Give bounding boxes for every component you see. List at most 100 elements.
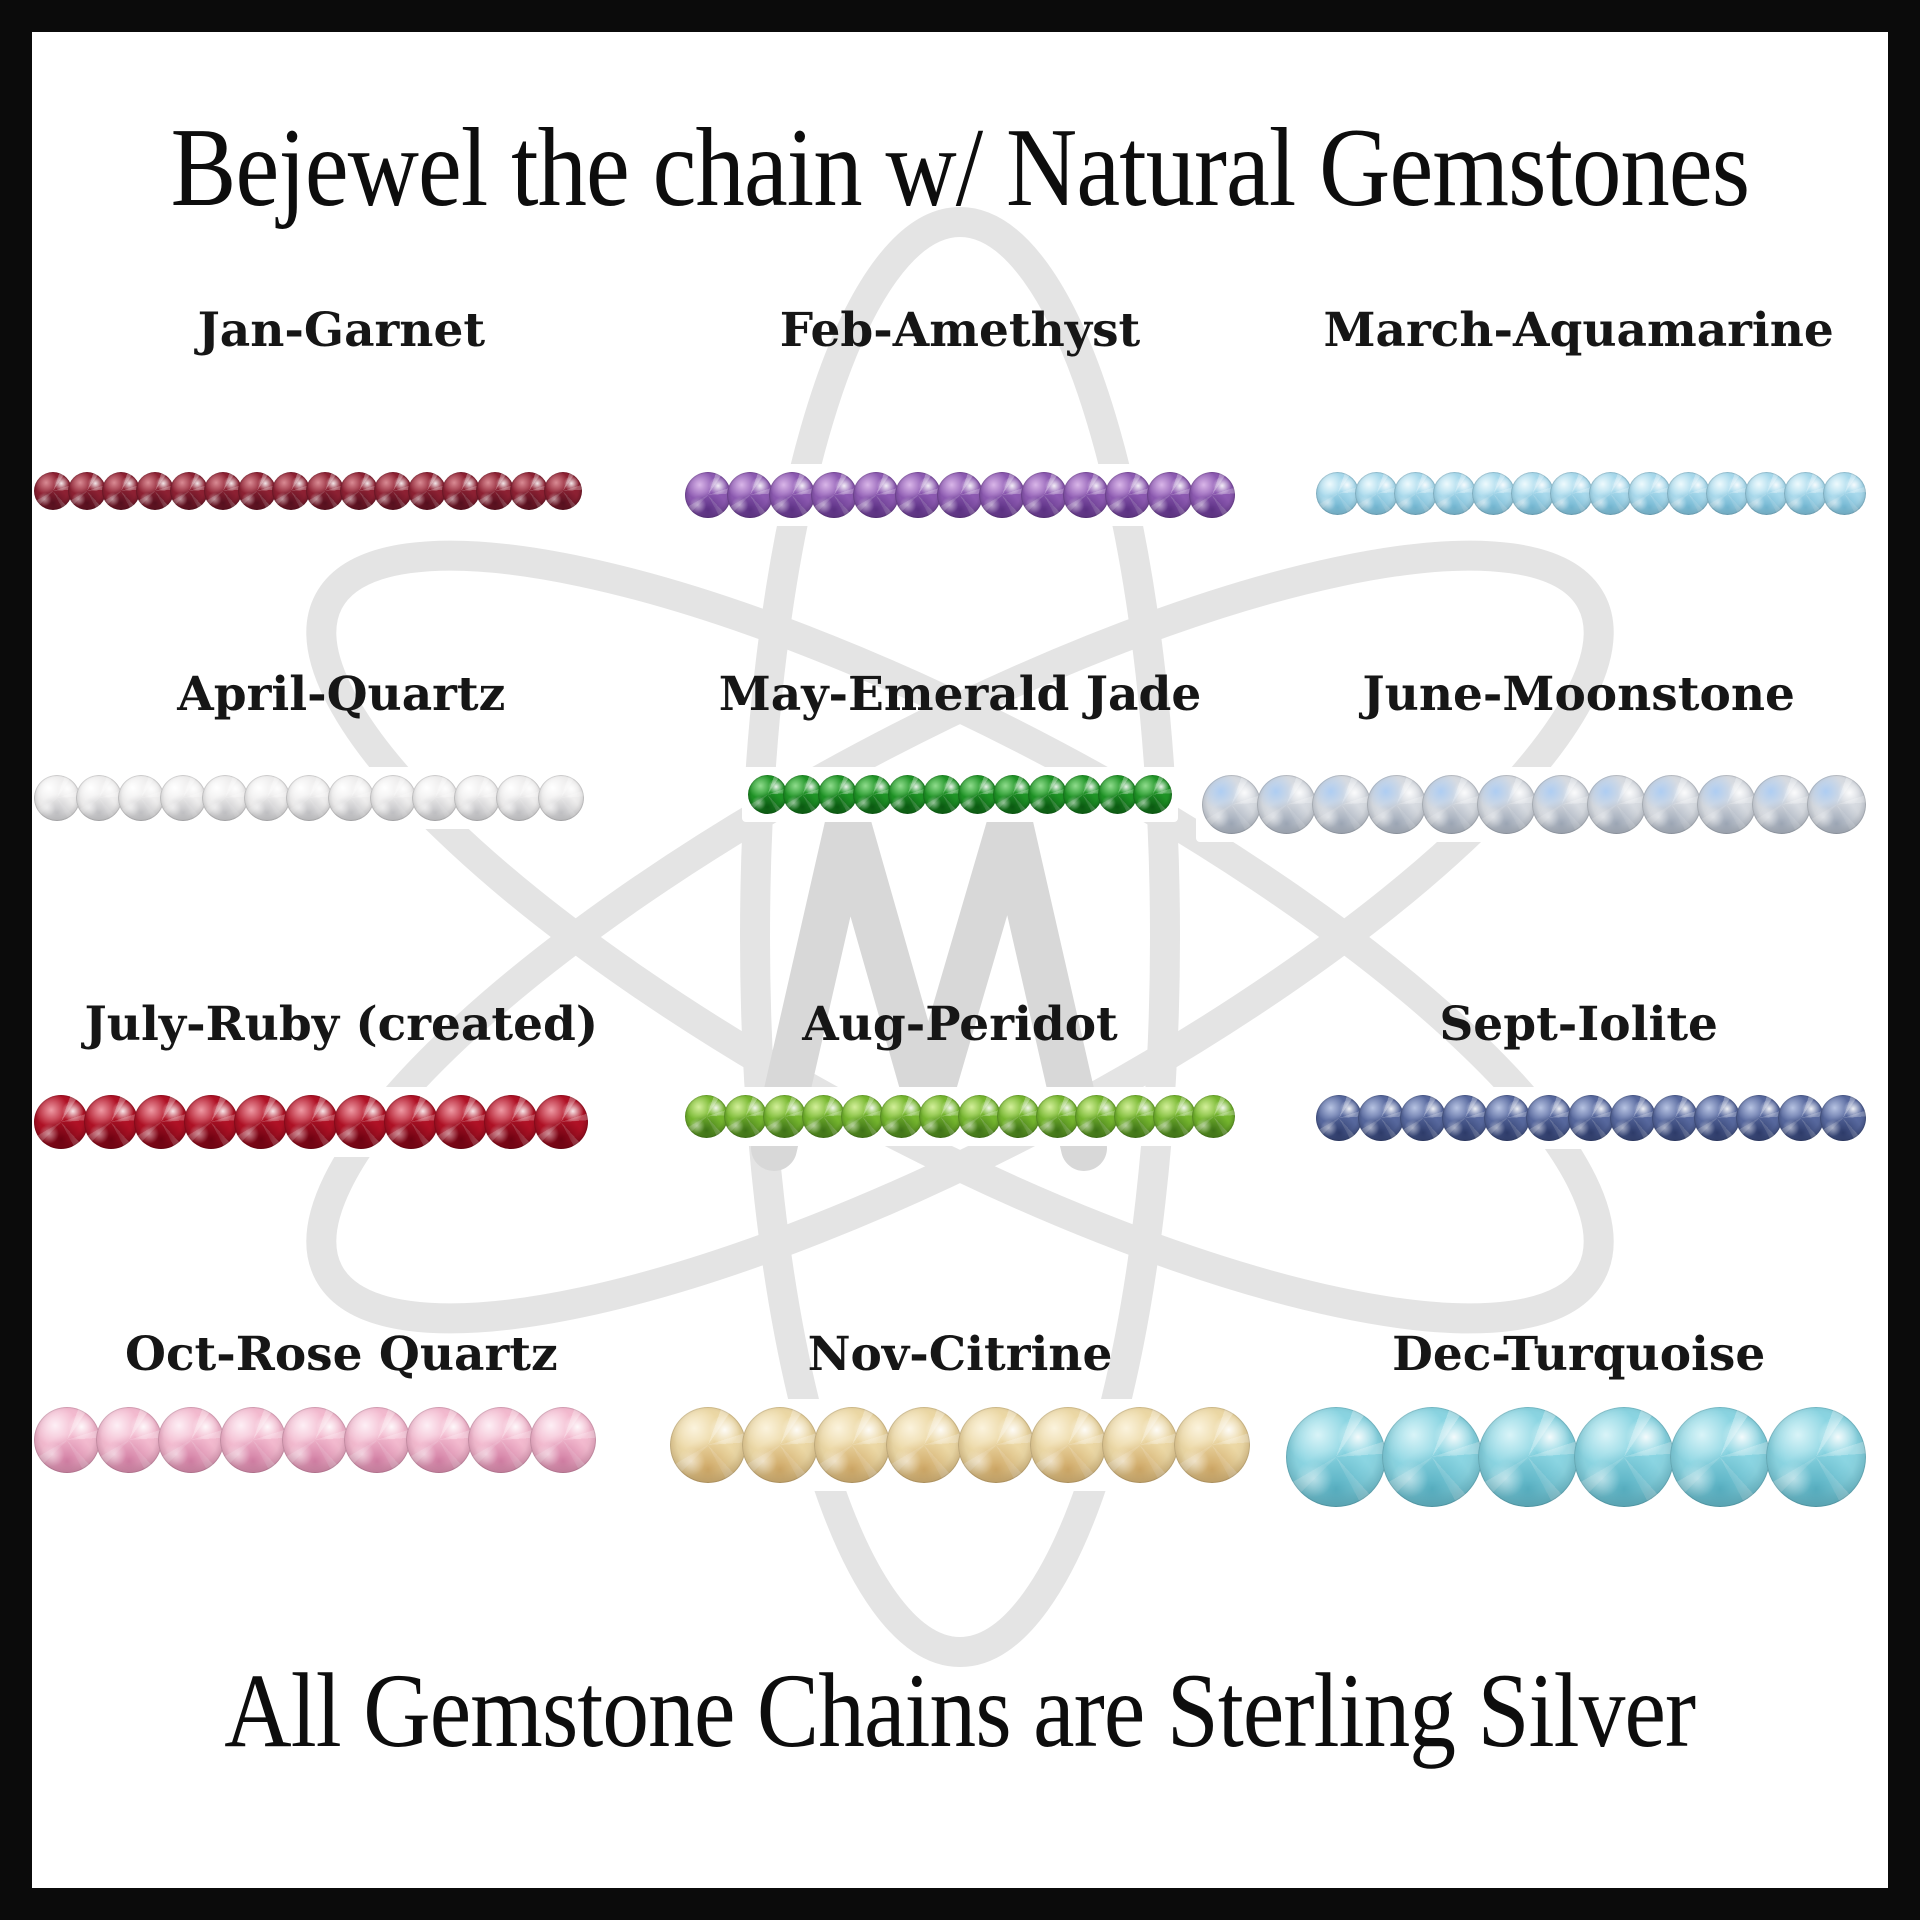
bead	[384, 1095, 438, 1149]
bead	[1104, 472, 1151, 518]
gemstone-cell: Nov-Citrine	[651, 1307, 1270, 1652]
bead	[476, 472, 514, 510]
bead	[96, 1407, 162, 1473]
bead	[1191, 1095, 1235, 1138]
bead	[957, 1095, 1001, 1138]
bead	[1472, 472, 1515, 515]
bead	[852, 775, 892, 814]
gemstone-cell: Jan-Garnet	[32, 267, 651, 647]
gemstone-cell: July-Ruby (created)	[32, 977, 651, 1307]
bead-strand	[32, 464, 588, 518]
bead	[118, 775, 164, 821]
bead	[1027, 775, 1067, 814]
bead	[1316, 472, 1359, 515]
bead-strand	[741, 767, 1178, 822]
gemstone-label: Nov-Citrine	[807, 1327, 1113, 1382]
gemstone-label: April-Quartz	[177, 667, 506, 722]
bead	[34, 1407, 100, 1473]
bead	[412, 775, 458, 821]
gemstone-label: June-Moonstone	[1362, 667, 1795, 722]
bead	[1745, 472, 1788, 515]
gemstone-cell: March-Aquamarine	[1269, 267, 1888, 647]
bead	[1173, 1407, 1250, 1483]
bead	[244, 775, 290, 821]
bead-strand	[663, 1399, 1256, 1491]
bead-strand	[32, 1087, 594, 1157]
bead	[370, 775, 416, 821]
bead	[408, 472, 446, 510]
bead	[202, 775, 248, 821]
bead	[1820, 1095, 1866, 1141]
bead	[282, 1407, 348, 1473]
bead	[158, 1407, 224, 1473]
gemstone-label: Sept-Iolite	[1439, 997, 1718, 1052]
bead	[669, 1407, 746, 1483]
gemstone-label: Jan-Garnet	[197, 303, 486, 358]
bead	[894, 472, 941, 518]
bead	[1400, 1095, 1446, 1141]
bead	[918, 1095, 962, 1138]
bead	[1697, 775, 1756, 834]
bead	[136, 472, 174, 510]
bead	[510, 472, 548, 510]
page-title: Bejewel the chain w/ Natural Gemstones	[32, 104, 1888, 233]
bead-strand	[678, 464, 1241, 526]
bead	[887, 775, 927, 814]
bead	[1113, 1095, 1157, 1138]
gemstone-label: May-Emerald Jade	[718, 667, 1202, 722]
bead-strand	[32, 1399, 602, 1481]
bead	[170, 472, 208, 510]
bead	[1188, 472, 1235, 518]
bead	[484, 1095, 538, 1149]
bead	[1422, 775, 1481, 834]
bead	[1132, 775, 1172, 814]
bead	[454, 775, 500, 821]
bead	[306, 472, 344, 510]
bead-strand	[1196, 767, 1872, 842]
gemstone-label: Feb-Amethyst	[779, 303, 1141, 358]
bead	[1074, 1095, 1118, 1138]
bead	[1784, 472, 1827, 515]
bead	[76, 775, 122, 821]
bead	[1355, 472, 1398, 515]
bead	[1642, 775, 1701, 834]
gemstone-label: Aug-Peridot	[802, 997, 1118, 1052]
bead	[1367, 775, 1426, 834]
bead	[1778, 1095, 1824, 1141]
bead	[1706, 472, 1749, 515]
footer-note-text: All Gemstone Chains are Sterling Silver	[224, 1652, 1697, 1769]
bead	[204, 472, 242, 510]
bead	[1312, 775, 1371, 834]
bead	[406, 1407, 472, 1473]
bead	[1097, 775, 1137, 814]
bead	[1433, 472, 1476, 515]
bead	[813, 1407, 890, 1483]
bead	[978, 472, 1025, 518]
footer-note: All Gemstone Chains are Sterling Silver	[32, 1650, 1888, 1772]
bead	[534, 1095, 588, 1149]
bead	[340, 472, 378, 510]
bead	[1568, 1095, 1614, 1141]
bead	[1394, 472, 1437, 515]
bead	[1610, 1095, 1656, 1141]
bead	[1257, 775, 1316, 834]
bead	[286, 775, 332, 821]
bead-strand	[1310, 1087, 1872, 1149]
bead	[684, 472, 731, 518]
bead	[344, 1407, 410, 1473]
bead	[1316, 1095, 1362, 1141]
gemstone-label: Oct-Rose Quartz	[125, 1327, 558, 1382]
bead	[1152, 1095, 1196, 1138]
bead	[68, 472, 106, 510]
bead	[1477, 775, 1536, 834]
gemstone-cell: Sept-Iolite	[1269, 977, 1888, 1307]
bead	[160, 775, 206, 821]
bead	[1478, 1407, 1578, 1507]
bead	[1020, 472, 1067, 518]
bead	[723, 1095, 767, 1138]
bead	[1807, 775, 1866, 834]
bead	[34, 775, 80, 821]
bead	[762, 1095, 806, 1138]
gemstone-label: Dec-Turquoise	[1392, 1327, 1766, 1382]
bead	[1766, 1407, 1866, 1507]
